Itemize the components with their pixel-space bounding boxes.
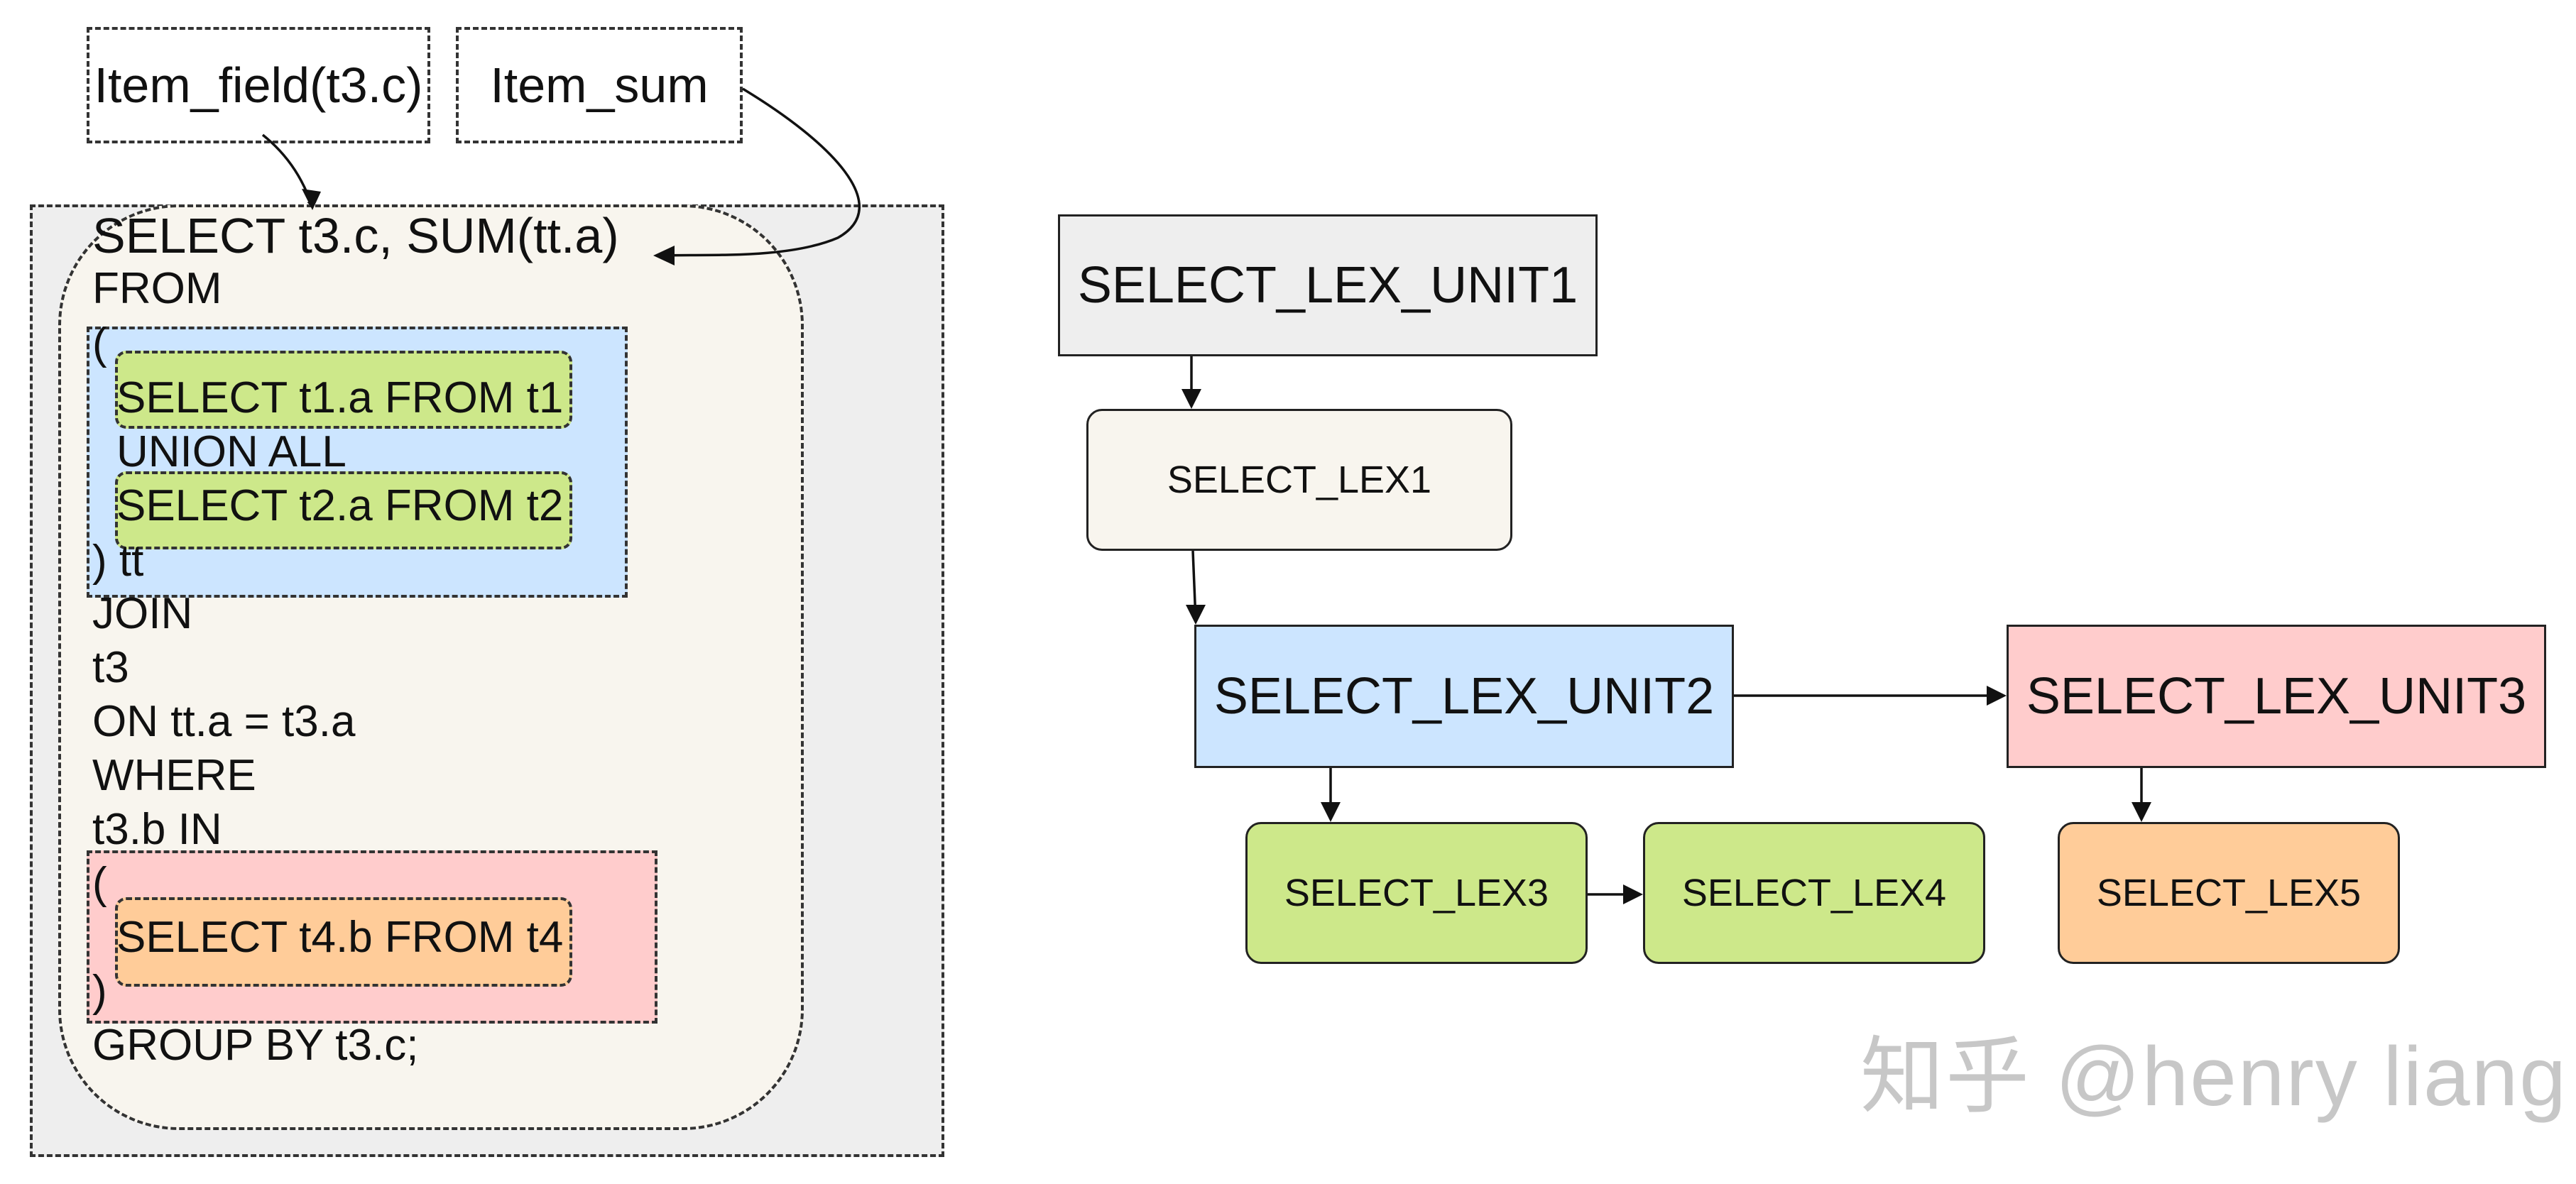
sql-select: SELECT t3.c, SUM(tt.a) [92, 208, 619, 263]
sql-open-paren: ( [92, 319, 107, 368]
select-lex3-node: SELECT_LEX3 [1245, 822, 1588, 964]
arrowhead-t3c [302, 189, 321, 210]
arrow-item-sum-to-sum [656, 87, 861, 257]
watermark: 知乎 @henry liang [1860, 1030, 2567, 1124]
sql-from: FROM [92, 264, 222, 313]
subquery2-region [115, 471, 572, 549]
sql-subquery4: SELECT t4.b FROM t4 [116, 913, 564, 962]
sql-subquery2: SELECT t2.a FROM t2 [116, 481, 564, 530]
sql-close-paren: ) [92, 967, 107, 1016]
arrow-item-field-to-t3c [261, 133, 314, 208]
item-field-label: Item_field(t3.c) [87, 27, 430, 143]
sql-subquery1: SELECT t1.a FROM t1 [116, 373, 564, 422]
sql-on: ON tt.a = t3.a [92, 697, 356, 746]
arrowhead-lex4 [1623, 884, 1643, 904]
select-lex-unit2-node: SELECT_LEX_UNIT2 [1194, 625, 1734, 768]
sql-union-all: UNION ALL [116, 427, 346, 476]
sql-open-paren-2: ( [92, 859, 107, 908]
sql-where: WHERE [92, 751, 256, 800]
arrowhead-sum [653, 246, 675, 265]
sql-in: t3.b IN [92, 805, 222, 854]
select-lex5-node: SELECT_LEX5 [2058, 822, 2400, 964]
subquery4-region [115, 897, 572, 987]
select-lex1-node: SELECT_LEX1 [1086, 409, 1512, 551]
arrowhead-lex3 [1321, 802, 1341, 822]
sql-t3: t3 [92, 643, 129, 692]
arrowhead-lex5 [2132, 802, 2151, 822]
select-lex-unit3-node: SELECT_LEX_UNIT3 [2007, 625, 2546, 768]
select-lex4-node: SELECT_LEX4 [1643, 822, 1985, 964]
arrowhead-lex1 [1181, 389, 1201, 409]
select-lex-unit1-node: SELECT_LEX_UNIT1 [1058, 214, 1598, 356]
arrowhead-unit2 [1186, 605, 1206, 625]
sql-alias: ) tt [92, 537, 144, 586]
arrowhead-unit3 [1987, 686, 2007, 706]
subquery1-region [115, 351, 572, 429]
sql-group-by: GROUP BY t3.c; [92, 1021, 419, 1070]
item-sum-label: Item_sum [456, 27, 743, 143]
sql-join: JOIN [92, 589, 193, 638]
